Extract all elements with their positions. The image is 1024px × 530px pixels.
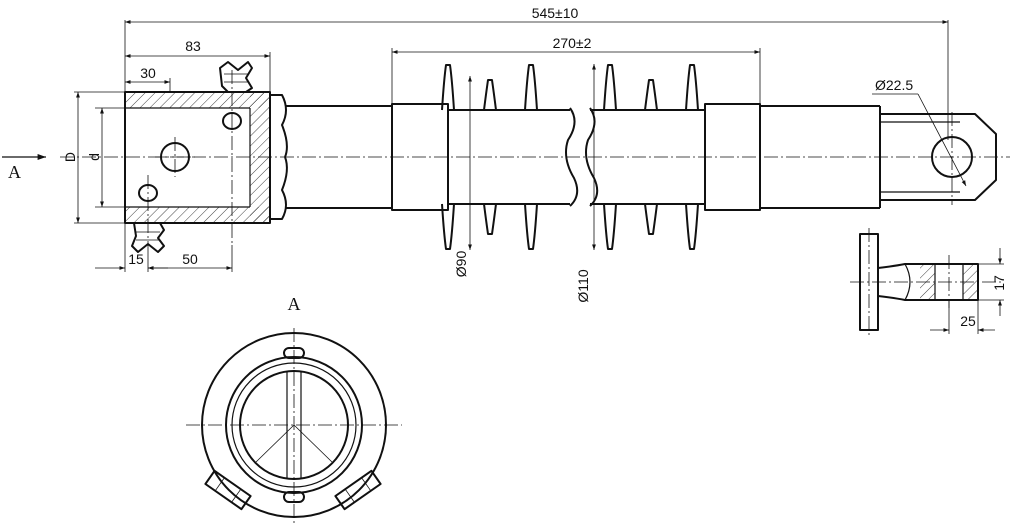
dim-bolt-spacing-label: 50 [182,251,198,267]
section-slot-top [283,347,305,359]
dim-shed-zone [391,48,761,104]
section-bolt-left [204,469,252,511]
clamp-bolt-hole-top [222,112,242,130]
dim-bolt-offset-label: 30 [140,65,156,81]
shed-6 [685,64,699,250]
section-title: A [288,294,301,314]
shed-4 [603,64,617,250]
section-a-view [186,328,402,525]
shed-3 [524,64,538,250]
eye-side-view [850,228,1004,336]
shed-2 [483,79,497,235]
dim-shed-zone-label: 270±2 [553,35,592,51]
sheds [441,64,699,250]
dim-eye-thickness [978,248,1004,316]
dim-small-shed-label: Ø90 [453,251,469,278]
dim-clamp-length [125,52,271,92]
section-bolt-right [334,469,382,511]
rod-right [760,105,881,209]
clamp-bolt-top [219,61,253,93]
dim-inner-size-label: d [86,153,102,161]
dim-large-shed-label: Ø110 [575,269,591,302]
dim-eye-hole [872,93,967,187]
dim-clamp-length-label: 83 [185,38,201,54]
dim-overall [124,20,949,140]
view-arrow-label: A [8,162,21,182]
rod-left [285,105,392,209]
shed-5 [644,79,658,235]
dim-edge-offset-label: 15 [128,251,144,267]
dim-bolt-offset [125,78,171,92]
shed-1 [441,64,455,250]
dim-eye-thickness-label: 17 [991,275,1007,291]
dim-eye-hole-label: Ø22.5 [875,77,913,93]
dim-eye-width-label: 25 [960,313,976,329]
dim-overall-label: 545±10 [532,5,579,21]
dim-bottom [95,223,233,272]
clamp-fitting [95,61,288,253]
eye-fitting [880,112,997,205]
dim-outer-size [74,91,125,224]
dim-eye-width [930,300,995,334]
dim-outer-size-label: D [62,152,78,162]
clamp-bolt-bottom [131,222,165,253]
section-slot-bottom [283,491,305,503]
